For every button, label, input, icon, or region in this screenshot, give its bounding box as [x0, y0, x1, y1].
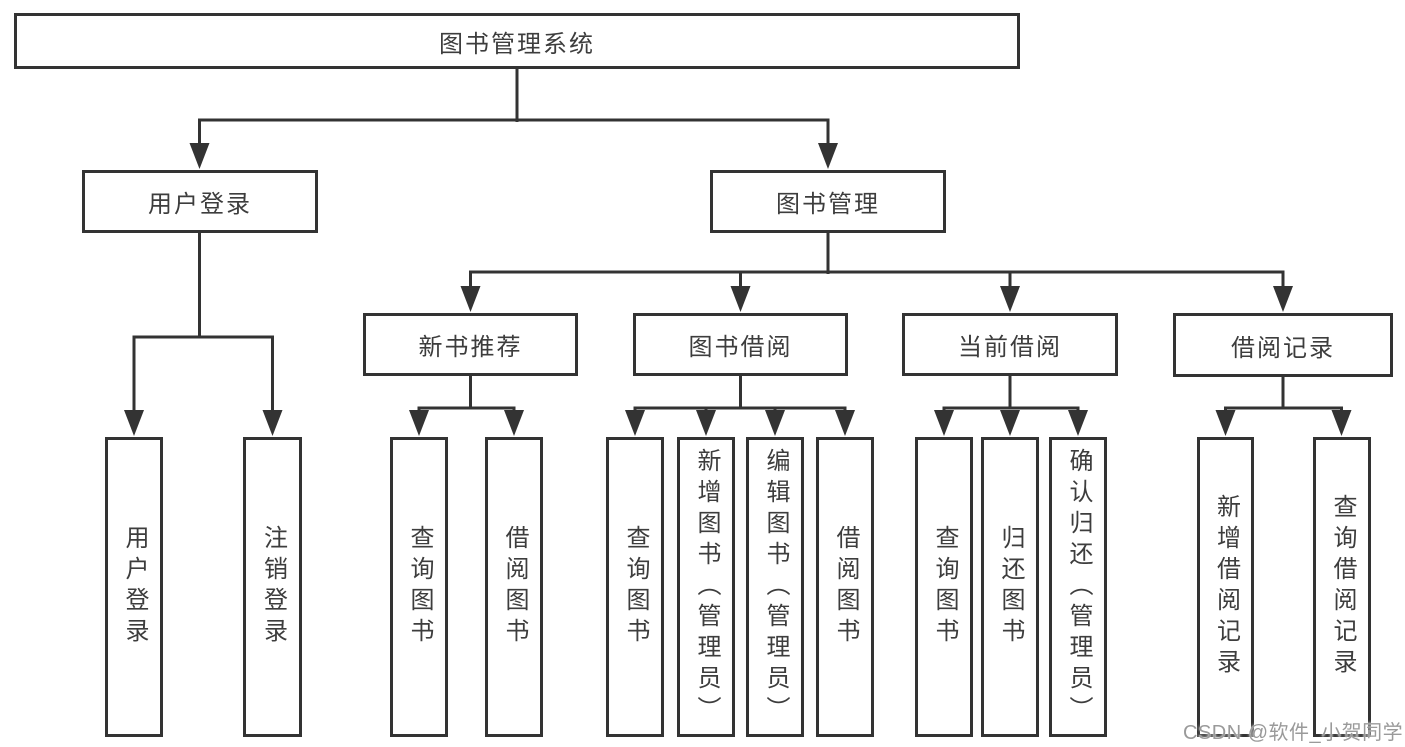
book-borrow-split-line: [633, 406, 847, 414]
arrowhead: [765, 410, 785, 436]
arrowhead: [124, 410, 144, 436]
node-book-borrowing: 图书借阅: [633, 313, 848, 376]
arrowhead: [1068, 410, 1088, 436]
connector-current-borrow-children: [942, 375, 1080, 414]
connector-new-book-children: [417, 375, 516, 414]
leaf-borrow-query-books: 查询图书: [606, 437, 664, 737]
arrowhead: [409, 410, 429, 436]
node-label: 借阅记录: [1231, 334, 1335, 362]
node-label: 图书管理: [776, 191, 880, 218]
node-label: 图书借阅: [688, 334, 793, 361]
leaf-return-books: 归还图书: [981, 437, 1039, 737]
leaf-label: 查询图书: [406, 525, 433, 649]
leaf-add-books-admin: 新增图书（管理员）: [677, 437, 735, 737]
arrowhead: [835, 410, 855, 436]
node-label: 用户登录: [148, 191, 252, 218]
arrowhead: [1331, 410, 1352, 436]
leaf-label: 新增图书（管理员）: [693, 447, 720, 727]
leaf-confirm-return-admin: 确认归还（管理员）: [1049, 437, 1107, 737]
root-split-line: [198, 118, 830, 146]
leaf-label: 注销登录: [259, 525, 287, 649]
connector-user-login-children: [132, 232, 274, 414]
leaf-edit-books-admin: 编辑图书（管理员）: [746, 437, 804, 737]
arrowhead: [1215, 410, 1236, 436]
leaf-label: 借阅图书: [832, 525, 859, 649]
new-book-split-line: [417, 406, 516, 414]
leaf-add-borrow-record: 新增借阅记录: [1197, 437, 1254, 737]
node-library-management-system: 图书管理系统: [14, 13, 1020, 69]
leaf-recommend-borrow-books: 借阅图书: [485, 437, 543, 737]
arrowhead: [1000, 410, 1020, 436]
borrow-record-split-line: [1224, 406, 1343, 414]
user-login-split-line: [132, 335, 274, 414]
connector-borrow-record-children: [1224, 375, 1343, 414]
connector-book-borrow-children: [633, 375, 847, 414]
arrowhead: [1000, 286, 1020, 312]
arrowhead: [1273, 286, 1293, 312]
arrowhead: [934, 410, 954, 436]
leaf-label: 查询图书: [622, 525, 649, 649]
watermark: CSDN @软件_小贺同学: [1183, 722, 1404, 744]
node-label: 新书推荐: [418, 334, 523, 361]
arrowhead: [262, 410, 283, 436]
leaf-query-borrow-record: 查询借阅记录: [1313, 437, 1371, 737]
leaf-borrow-books: 借阅图书: [816, 437, 874, 737]
leaf-label: 确认归还（管理员）: [1065, 447, 1092, 727]
arrowheads: [124, 143, 1352, 436]
arrowhead: [818, 143, 838, 169]
node-label: 当前借阅: [958, 334, 1062, 361]
book-management-split-line: [469, 270, 1285, 290]
leaf-label: 用户登录: [121, 525, 148, 649]
leaf-label: 借阅图书: [501, 525, 528, 649]
arrowhead: [189, 143, 210, 169]
arrowhead: [730, 286, 751, 312]
leaf-current-query-books: 查询图书: [915, 437, 973, 737]
leaf-recommend-query-books: 查询图书: [390, 437, 448, 737]
arrowhead: [625, 410, 645, 436]
node-user-login: 用户登录: [82, 170, 318, 233]
leaf-label: 编辑图书（管理员）: [762, 447, 789, 727]
leaf-logout: 注销登录: [243, 437, 302, 737]
leaf-user-login: 用户登录: [105, 437, 163, 737]
leaf-label: 查询图书: [931, 525, 958, 649]
node-current-borrowing: 当前借阅: [902, 313, 1118, 376]
node-book-management: 图书管理: [710, 170, 946, 233]
connector-root-to-level2: [198, 68, 830, 146]
leaf-label: 查询借阅记录: [1329, 494, 1356, 680]
arrowhead: [460, 286, 481, 312]
arrowhead: [504, 410, 524, 436]
leaf-label: 归还图书: [997, 525, 1024, 649]
node-label: 图书管理系统: [439, 30, 595, 58]
leaf-label: 新增借阅记录: [1212, 494, 1240, 680]
node-borrowing-records: 借阅记录: [1173, 313, 1393, 377]
node-new-book-recommendation: 新书推荐: [363, 313, 578, 376]
arrowhead: [696, 410, 716, 436]
connector-book-management-modules: [469, 232, 1285, 290]
